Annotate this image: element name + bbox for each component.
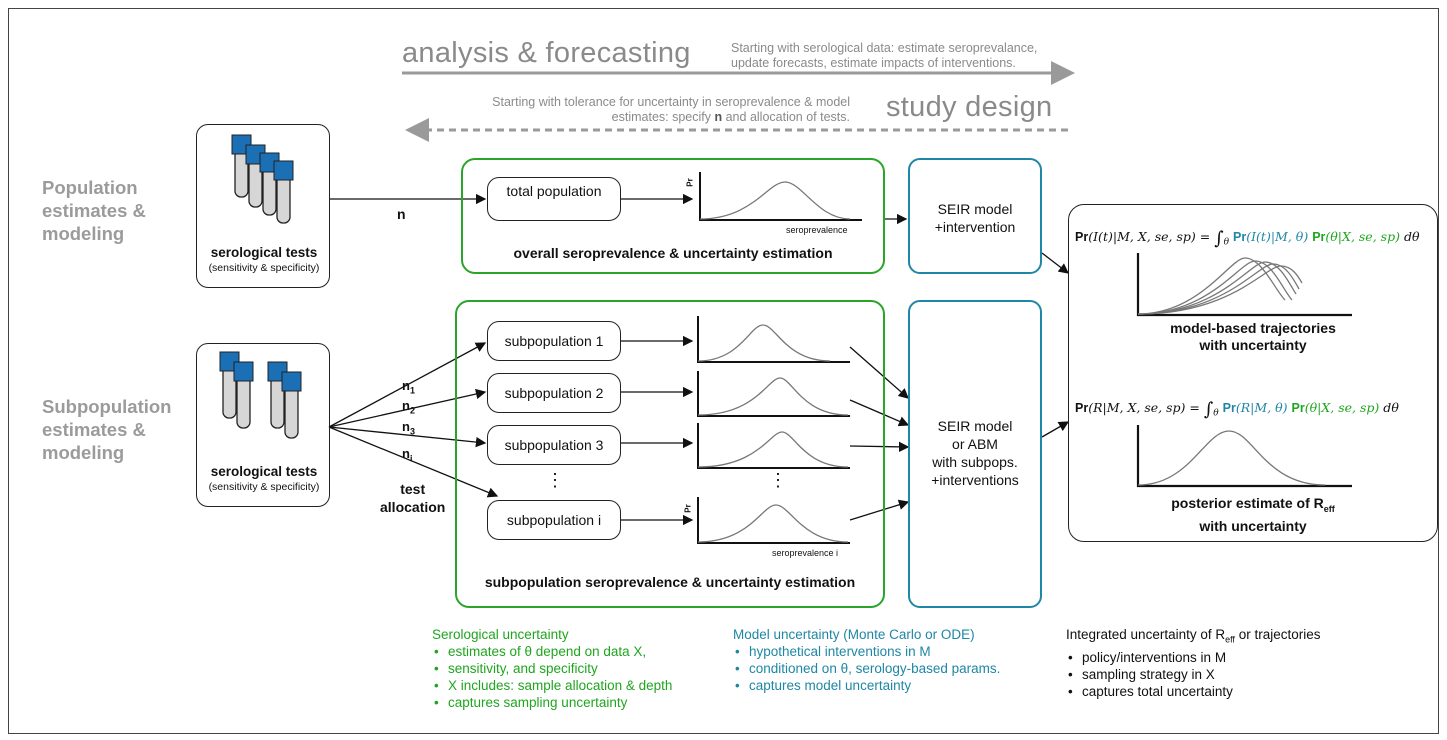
seir-abm-model-box: SEIR model or ABM with subpops. +interve… (908, 300, 1042, 608)
analysis-description: Starting with serological data: estimate… (731, 41, 1038, 70)
test-tubes-icon (231, 134, 294, 224)
model-to-outcome-arrow-2 (1041, 421, 1070, 438)
posterior-formula: Pr(R|M, X, se, sp) = ∫θ Pr(R|M, θ) Pr(θ|… (1075, 399, 1399, 420)
subpop-group-title: subpopulation seroprevalence & uncertain… (484, 574, 856, 590)
serological-item-continued: sensitivity, and specificity (434, 660, 672, 677)
design-description: Starting with tolerance for uncertainty … (492, 95, 850, 124)
subpop-node-i: subpopulation i (487, 500, 621, 540)
seir-model-box: SEIR model +intervention (908, 158, 1042, 274)
n2-label: n2 (402, 398, 415, 416)
design-title: study design (886, 91, 1053, 123)
trajectories-title: model-based trajectories with uncertaint… (1170, 320, 1336, 353)
tests-subtitle: (sensitivity & specificity) (208, 262, 320, 274)
model-to-outcome-arrow-1 (1041, 252, 1070, 274)
n3-label: n3 (402, 419, 415, 437)
analysis-title: analysis & forecasting (402, 37, 691, 69)
subpop-node-3: subpopulation 3 (487, 425, 621, 465)
pop-pr-axis-label: Pr (685, 178, 695, 187)
subpop-serological-tests-box: serological tests (sensitivity & specifi… (196, 343, 330, 507)
subpop-node-2: subpopulation 2 (487, 373, 621, 413)
subpop-3-plot (697, 423, 850, 469)
subpop-ellipsis: ⋮ (546, 470, 564, 490)
subpop-node-1: subpopulation 1 (487, 321, 621, 361)
integrated-uncertainty-note: Integrated uncertainty of Reff or trajec… (1066, 626, 1320, 700)
population-label: Population estimates & modeling (42, 177, 146, 244)
subpop-2-plot (697, 371, 850, 417)
overall-group-title: overall seroprevalence & uncertainty est… (513, 245, 833, 261)
pop-n-label: n (397, 206, 406, 222)
pop-x-axis-label: seroprevalence (786, 225, 848, 235)
tests-title: serological tests (210, 464, 318, 479)
serological-uncertainty-note: Serological uncertainty estimates of θ d… (432, 626, 672, 711)
subpop-1-plot (697, 316, 850, 363)
overall-estimation-group (461, 158, 885, 274)
outcomes-box (1068, 204, 1438, 542)
subpopulation-label: Subpopulation estimates & modeling (42, 396, 172, 463)
subpop-pr-axis-label: Pr (683, 504, 693, 513)
plot-ellipsis: ⋮ (769, 470, 787, 490)
test-tubes-icon (219, 351, 302, 439)
subpop-estimation-group (455, 300, 885, 608)
ni-label: ni (402, 446, 413, 464)
trajectories-plot (1136, 253, 1352, 317)
n1-label: n1 (402, 378, 415, 396)
figure-frame (8, 8, 1439, 734)
tests-subtitle: (sensitivity & specificity) (208, 481, 320, 493)
subpop-x-axis-label: seroprevalence i (772, 548, 839, 558)
subpop-i-plot (697, 497, 850, 544)
posterior-title: posterior estimate of Reff with uncertai… (1171, 495, 1335, 534)
trajectory-formula: Pr(I(t)|M, X, se, sp) = ∫θ Pr(I(t)|M, θ)… (1075, 228, 1420, 249)
pop-serological-tests-box: serological tests (sensitivity & specifi… (196, 124, 330, 288)
posterior-plot (1136, 425, 1352, 488)
pop-distribution-plot (699, 172, 862, 221)
model-uncertainty-note: Model uncertainty (Monte Carlo or ODE) h… (733, 626, 1000, 694)
test-allocation-label: test allocation (380, 481, 446, 515)
tests-title: serological tests (210, 245, 318, 260)
total-population-node: total population (487, 177, 621, 221)
